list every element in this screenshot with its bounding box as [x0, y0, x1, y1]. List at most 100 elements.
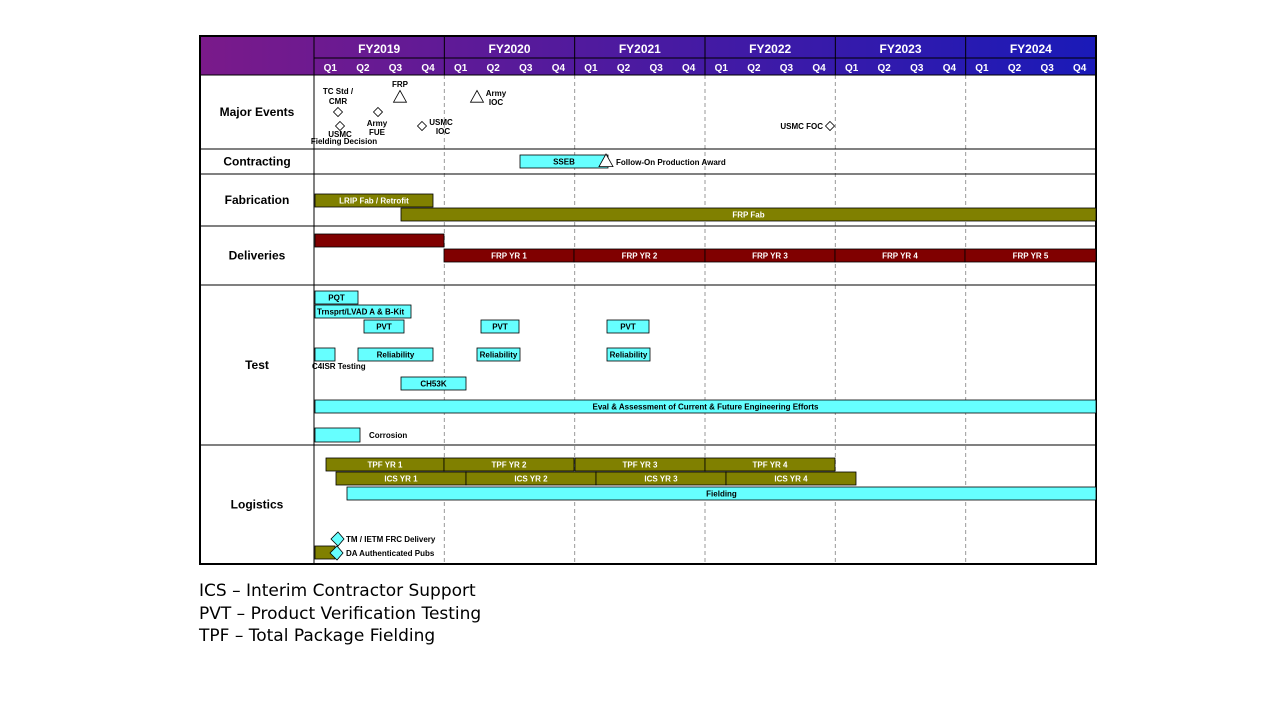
usmc-ioc-label-2: IOC — [436, 127, 450, 136]
tpf-yr-3-bar-label: TPF YR 3 — [623, 461, 659, 470]
quarter-label: Q2 — [356, 63, 370, 74]
frp-milestone — [392, 89, 408, 103]
pvt-1-bar-label: PVT — [376, 323, 392, 332]
quarter-label: Q1 — [454, 63, 468, 74]
fielding-bar-label: Fielding — [706, 490, 737, 499]
quarter-label: Q3 — [780, 63, 794, 74]
quarter-label: Q4 — [812, 63, 826, 74]
quarter-label: Q2 — [617, 63, 631, 74]
fielding-bar — [346, 486, 1097, 501]
fiscal-year-label: FY2023 — [879, 42, 921, 56]
reliability-1-bar-label: Reliability — [377, 351, 415, 360]
frp-fab-bar-label: FRP Fab — [732, 211, 764, 220]
tc-std-label-1: TC Std / — [323, 87, 354, 96]
usmc-ioc-label-1: USMC — [429, 118, 453, 127]
reliability-3-bar-label: Reliability — [610, 351, 648, 360]
quarter-label: Q4 — [552, 63, 566, 74]
usmc-fd-label-1: USMC — [328, 130, 352, 139]
da-authenticated-pubs-label: DA Authenticated Pubs — [346, 549, 435, 558]
acronym-legend: ICS – Interim Contractor Support PVT – P… — [199, 580, 481, 648]
row-label-test: Test — [245, 358, 269, 372]
quarter-label: Q3 — [649, 63, 663, 74]
chart-border — [199, 35, 1097, 565]
reliability-2-bar — [476, 347, 521, 362]
usmc-ioc-milestone — [416, 120, 428, 132]
sseb-bar-label: SSEB — [553, 158, 575, 167]
usmc-fielding-decision-milestone — [334, 120, 346, 132]
fiscal-year-label: FY2022 — [749, 42, 791, 56]
quarter-label: Q3 — [519, 63, 533, 74]
quarter-label: Q2 — [878, 63, 892, 74]
transport-lvad-bar — [314, 304, 412, 319]
quarter-label: Q4 — [1073, 63, 1087, 74]
lrip-deliveries-bar — [314, 233, 445, 248]
frp-label: FRP — [392, 80, 409, 89]
ics-yr-2-bar-label: ICS YR 2 — [514, 475, 548, 484]
usmc-fd-label-2: Fielding Decision — [311, 137, 377, 146]
quarter-label: Q1 — [975, 63, 989, 74]
quarter-label: Q1 — [715, 63, 729, 74]
tpf-yr-4-bar-label: TPF YR 4 — [753, 461, 789, 470]
corrosion-bar — [314, 427, 361, 443]
tpf-yr-2-bar-label: TPF YR 2 — [492, 461, 528, 470]
quarter-label: Q2 — [487, 63, 501, 74]
tc-std-label-2: CMR — [329, 97, 347, 106]
quarter-label: Q4 — [943, 63, 957, 74]
frp-yr-5-bar — [964, 248, 1097, 263]
pvt-3-bar-label: PVT — [620, 323, 636, 332]
ics-yr-3-bar-label: ICS YR 3 — [644, 475, 678, 484]
ch53k-bar — [400, 376, 467, 391]
fiscal-year-label: FY2021 — [619, 42, 661, 56]
frp-yr-2-bar-label: FRP YR 2 — [622, 252, 658, 261]
header-band — [200, 36, 1096, 75]
tpf-yr-1-bar-label: TPF YR 1 — [368, 461, 404, 470]
legend-tpf: TPF – Total Package Fielding — [199, 626, 436, 646]
frp-yr-5-bar-label: FRP YR 5 — [1013, 252, 1049, 261]
reliability-2-bar-label: Reliability — [480, 351, 518, 360]
ics-yr-1-bar-label: ICS YR 1 — [384, 475, 418, 484]
reliability-1-bar — [357, 347, 434, 362]
fiscal-year-label: FY2020 — [488, 42, 530, 56]
row-label-deliveries: Deliveries — [229, 249, 286, 263]
army-fue-label-1: Army — [367, 119, 388, 128]
quarter-label: Q2 — [1008, 63, 1022, 74]
pvt-3-bar — [606, 319, 650, 334]
pvt-2-bar — [480, 319, 520, 334]
quarter-label: Q3 — [389, 63, 403, 74]
row-label-major: Major Events — [220, 105, 295, 119]
tpf-yr-2-bar — [443, 457, 575, 472]
quarter-label: Q1 — [584, 63, 598, 74]
quarter-label: Q1 — [845, 63, 859, 74]
row-label-fabrication: Fabrication — [225, 193, 290, 207]
lrip-fab-retrofit-bar-label: LRIP Fab / Retrofit — [339, 197, 409, 206]
c4isr-testing-label: C4ISR Testing — [312, 362, 366, 371]
army-ioc-milestone — [469, 89, 485, 103]
row-label-logistics: Logistics — [231, 498, 284, 512]
eval-assessment-bar — [314, 399, 1097, 414]
army-ioc-label-2: IOC — [489, 98, 503, 107]
frp-yr-4-bar-label: FRP YR 4 — [882, 252, 918, 261]
frp-yr-1-bar-label: FRP YR 1 — [491, 252, 527, 261]
da-pubs-diamond — [329, 545, 344, 561]
tm-ietm-diamond — [330, 531, 345, 547]
c4isr-testing-bar — [314, 347, 336, 362]
legend-pvt: PVT – Product Verification Testing — [199, 603, 482, 624]
eval-assessment-bar-label: Eval & Assessment of Current & Future En… — [593, 403, 820, 412]
follow-on-label: Follow-On Production Award — [616, 158, 726, 167]
legend-ics: ICS – Interim Contractor Support — [199, 581, 476, 601]
tpf-yr-4-bar — [704, 457, 836, 472]
reliability-3-bar — [606, 347, 651, 362]
follow-on-production-award-milestone — [598, 153, 614, 168]
army-ioc-label-1: Army — [486, 89, 507, 98]
army-fue-label-2: FUE — [369, 128, 386, 137]
tm-ietm-frc-delivery-label: TM / IETM FRC Delivery — [346, 535, 436, 544]
fiscal-year-label: FY2019 — [358, 42, 400, 56]
frp-fab-bar — [400, 207, 1097, 222]
quarter-label: Q1 — [324, 63, 338, 74]
pqt-bar-label: PQT — [328, 294, 345, 303]
ch53k-bar-label: CH53K — [420, 380, 446, 389]
ics-yr-4-bar-label: ICS YR 4 — [774, 475, 808, 484]
pvt-1-bar — [363, 319, 405, 334]
corrosion-label: Corrosion — [369, 431, 407, 440]
